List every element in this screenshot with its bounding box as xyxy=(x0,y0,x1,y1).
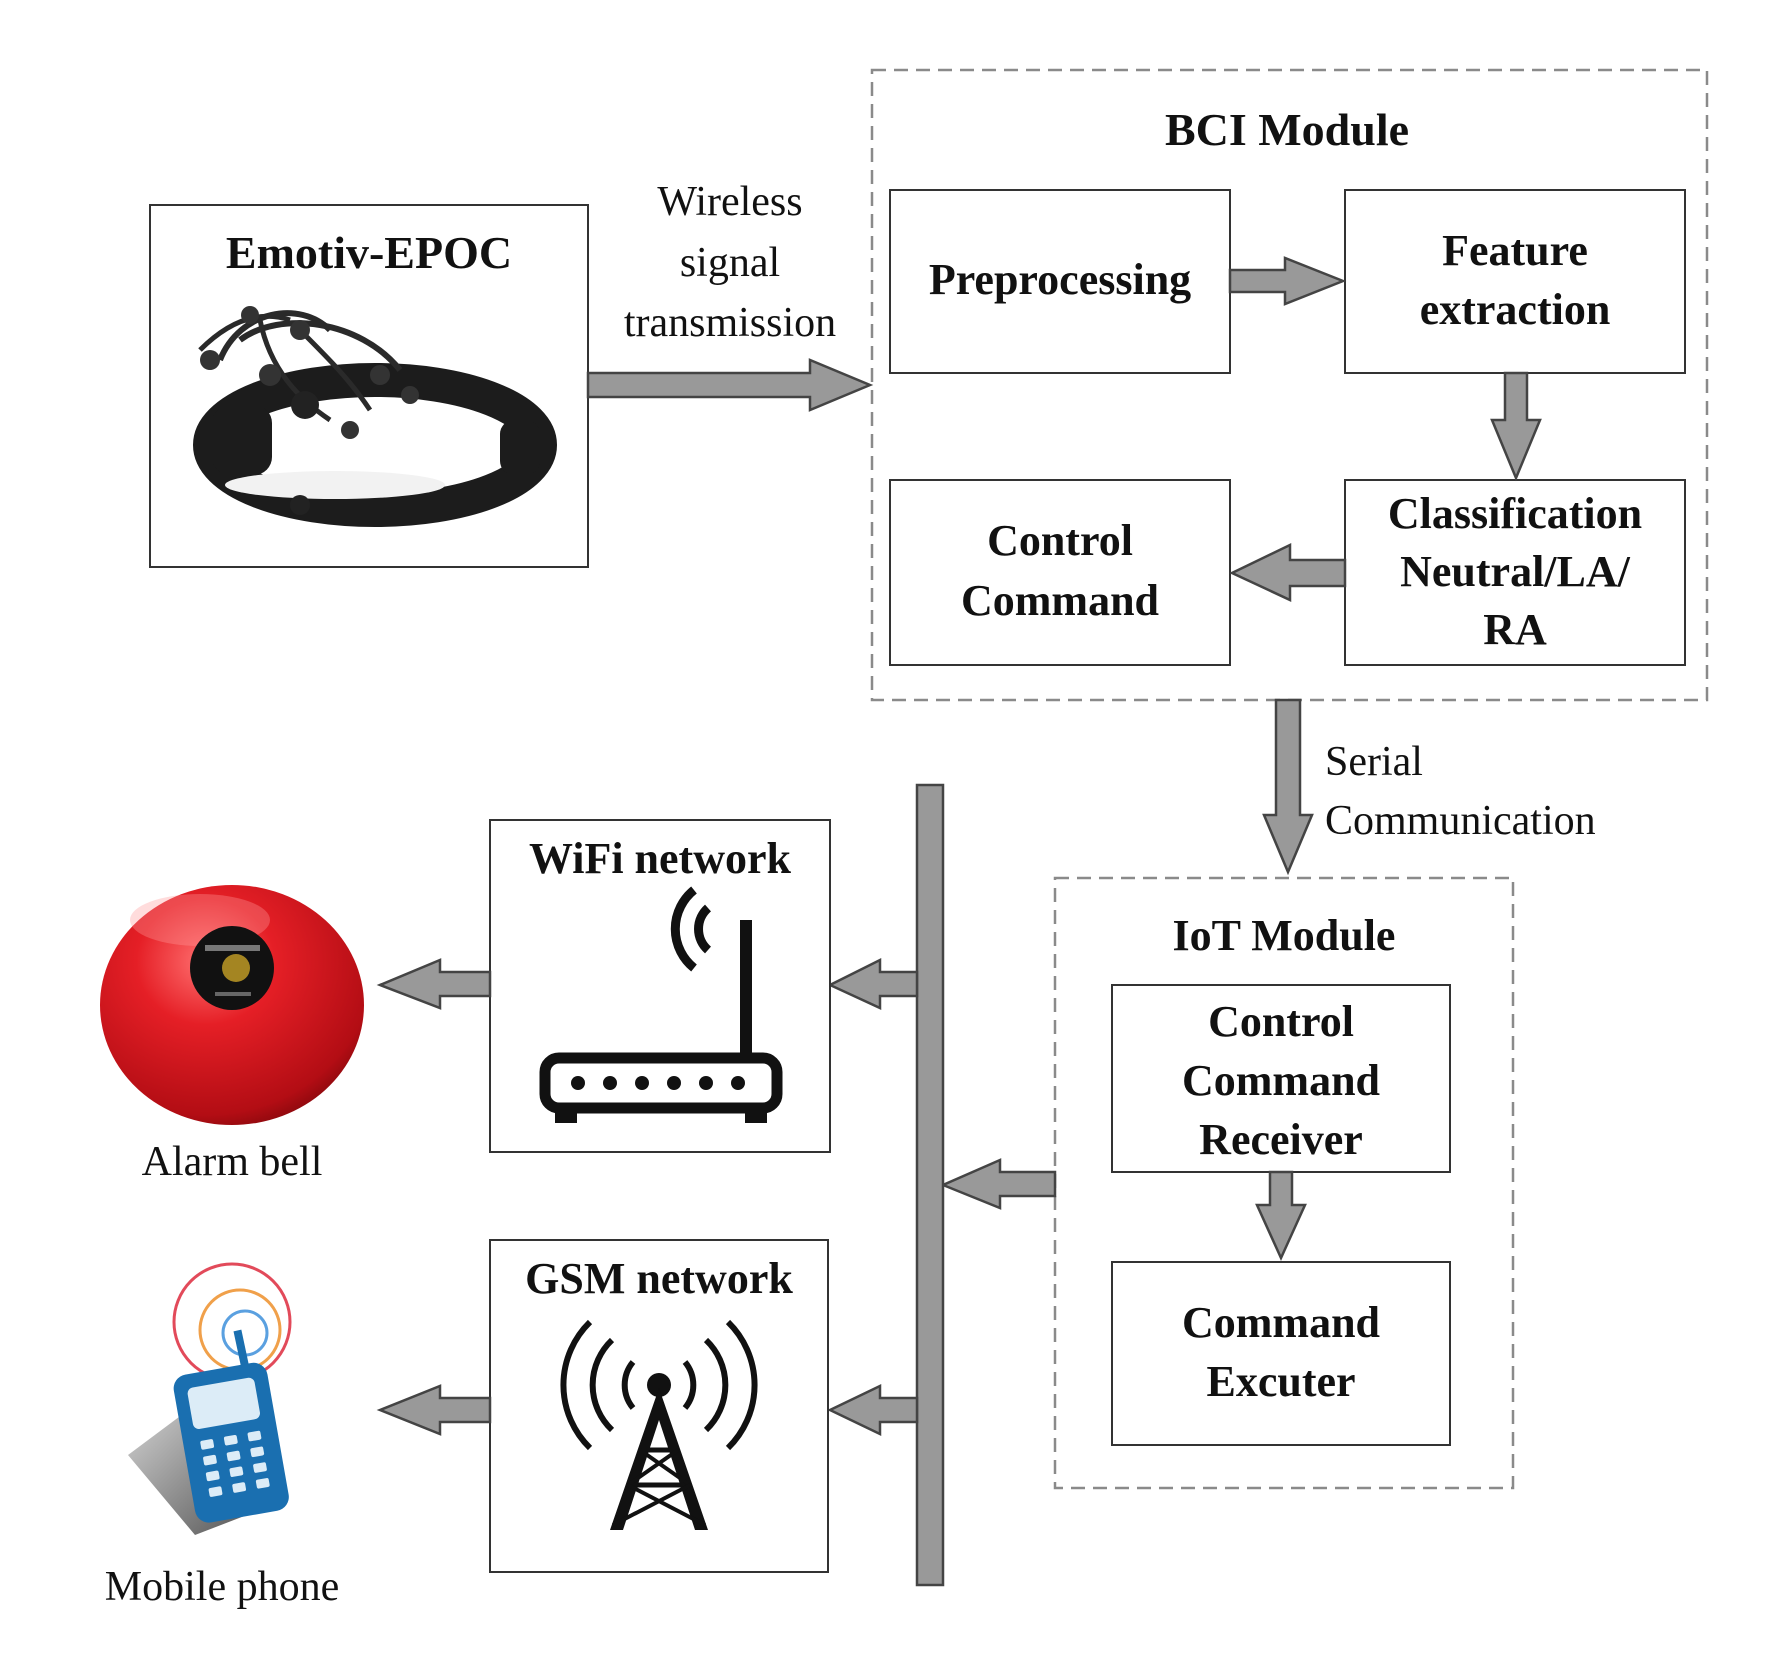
iot-module: IoT Module Control Command Receiver Comm… xyxy=(1053,876,1515,1490)
arrow-bus-to-wifi xyxy=(827,957,919,1010)
classification-label-line1: Classification xyxy=(1388,489,1642,538)
feature-label-line2: extraction xyxy=(1420,285,1611,334)
gsm-network-box: GSM network xyxy=(489,1239,829,1573)
control-command-label-line2: Command xyxy=(961,576,1159,625)
cell-tower-icon xyxy=(560,1319,758,1530)
feature-extraction-box: Feature extraction xyxy=(1344,189,1686,374)
mobile-phone-label: Mobile phone xyxy=(105,1564,339,1610)
receiver-label-line3: Receiver xyxy=(1199,1115,1363,1164)
bci-module: BCI Module Preprocessing Feature extract… xyxy=(870,68,1709,702)
command-receiver-box: Control Command Receiver xyxy=(1111,984,1451,1173)
wireless-label-line2: signal xyxy=(680,240,780,286)
arrow-wifi-to-alarm xyxy=(376,958,492,1010)
feature-label-line1: Feature xyxy=(1442,226,1588,275)
receiver-label-line2: Command xyxy=(1182,1056,1380,1105)
command-executer-box: Command Excuter xyxy=(1111,1261,1451,1446)
wireless-label-line1: Wireless xyxy=(657,179,802,225)
emotiv-title: Emotiv-EPOC xyxy=(226,227,512,278)
wireless-arrow xyxy=(586,358,874,412)
classification-label-line2: Neutral/LA/ xyxy=(1400,547,1631,596)
alarm-bell-label: Alarm bell xyxy=(142,1139,323,1185)
communication-bus xyxy=(915,783,945,1587)
iot-title: IoT Module xyxy=(1173,911,1396,960)
arrow-feature-to-class xyxy=(1490,371,1542,482)
alarm-bell-icon xyxy=(100,885,364,1125)
arrow-class-to-control xyxy=(1229,543,1347,602)
serial-arrow xyxy=(1262,698,1314,876)
gsm-title: GSM network xyxy=(525,1254,793,1303)
preprocessing-label: Preprocessing xyxy=(929,255,1191,304)
control-command-box: Control Command xyxy=(889,479,1231,666)
wifi-title: WiFi network xyxy=(529,834,791,883)
arrow-pre-to-feature xyxy=(1228,256,1347,306)
serial-label-line1: Serial xyxy=(1325,739,1423,785)
arrow-gsm-to-phone xyxy=(376,1384,492,1436)
classification-box: Classification Neutral/LA/ RA xyxy=(1344,479,1686,666)
bci-title: BCI Module xyxy=(1165,104,1409,155)
emotiv-box: Emotiv-EPOC xyxy=(149,204,589,568)
wireless-label-line3: transmission xyxy=(624,300,836,346)
control-command-label-line1: Control xyxy=(987,516,1133,565)
headset-icon xyxy=(193,306,557,527)
preprocessing-box: Preprocessing xyxy=(889,189,1231,374)
arrow-iot-to-bus xyxy=(939,1158,1057,1210)
router-icon xyxy=(539,886,783,1123)
mobile-phone-icon xyxy=(128,1262,292,1535)
arrow-bus-to-gsm xyxy=(827,1384,919,1436)
executer-label-line2: Excuter xyxy=(1206,1357,1355,1406)
serial-label-line2: Communication xyxy=(1325,798,1596,844)
receiver-label-line1: Control xyxy=(1208,997,1354,1046)
executer-label-line1: Command xyxy=(1182,1298,1380,1347)
wifi-network-box: WiFi network xyxy=(489,819,831,1153)
classification-label-line3: RA xyxy=(1483,605,1547,654)
arrow-receiver-to-executer xyxy=(1255,1170,1307,1262)
